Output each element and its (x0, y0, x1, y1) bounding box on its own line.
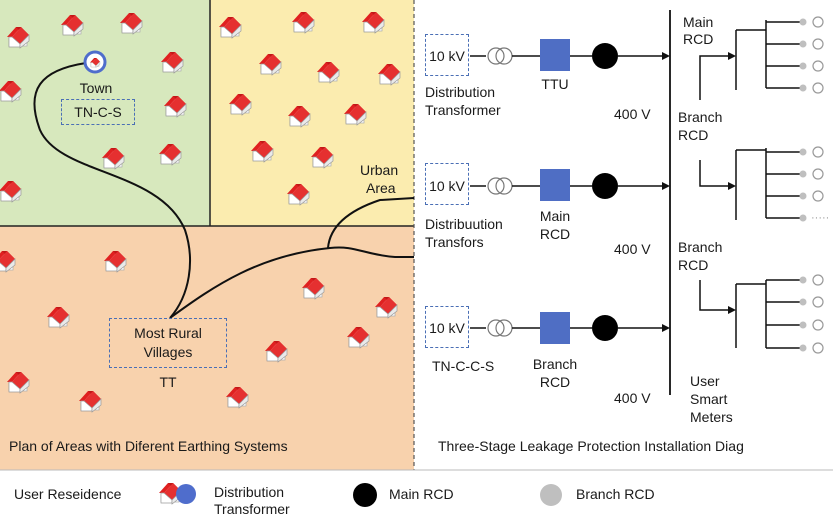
box-label-row-3-a: Branch (532, 356, 578, 372)
transformer-icon (487, 177, 513, 195)
box-label-row-3-b: RCD (539, 374, 571, 390)
branch-rcd-a-label-2: RCD (678, 127, 709, 143)
legend-main-rcd-icon (353, 483, 377, 507)
smart-meter-icon (812, 16, 824, 94)
voltage-label-row-3: 10 kV (429, 320, 465, 336)
legend-transformer-label-1: Distribution (214, 484, 285, 500)
urban-label-line-2: Area (366, 180, 396, 196)
box-label-row-2-b: RCD (539, 226, 571, 242)
low-voltage-row-2: 400 V (614, 241, 651, 257)
box-label-row-1: TTU (541, 76, 569, 92)
main-rcd-label-1: Main (683, 14, 714, 30)
main-rcd-label-2: RCD (683, 31, 714, 47)
main-rcd-dot (592, 173, 618, 199)
rural-system-label: TT (159, 374, 177, 390)
legend: User Reseidence Distribution Transformer… (0, 470, 833, 519)
meters-label-3: Meters (690, 409, 733, 425)
urban-feeder-line (327, 197, 415, 249)
branch-rcd-dot (799, 276, 807, 352)
voltage-box-row-1 (425, 34, 469, 76)
legend-main-rcd-label: Main RCD (389, 486, 454, 502)
low-voltage-row-1: 400 V (614, 106, 651, 122)
town-system-label: TN-C-S (74, 104, 122, 120)
branch-rcd-box (540, 312, 570, 344)
urban-label-line-1: Urban (360, 162, 399, 178)
map-caption: Plan of Areas with Diferent Earthing Sys… (9, 438, 288, 454)
box-label-row-2-a: Main (539, 208, 571, 224)
legend-branch-rcd-label: Branch RCD (576, 486, 655, 502)
ttu-box (540, 39, 570, 71)
smart-meter-icon (812, 274, 824, 354)
smart-meter-icon (812, 146, 824, 202)
branch-rcd-b-label-1: Branch (678, 239, 723, 255)
transformer-icon (487, 47, 513, 65)
voltage-box-row-3 (425, 306, 469, 348)
row-1-circuit (470, 39, 670, 71)
meters-label-1: User (690, 373, 720, 389)
town-feeder-line (33, 62, 191, 319)
row-3-circuit (470, 312, 670, 344)
transformer-icon (487, 319, 513, 337)
voltage-label-row-2: 10 kV (429, 178, 465, 194)
branch-rcd-a-label-1: Branch (678, 109, 723, 125)
rural-feeder-line (169, 246, 414, 319)
branch-group-1 (699, 20, 800, 100)
town-transformer-icon (83, 50, 107, 74)
voltage-box-row-2 (425, 163, 469, 205)
rural-label-line-2: Villages (143, 344, 193, 360)
meters-label-2: Smart (690, 391, 728, 407)
branch-rcd-b-label-2: RCD (678, 257, 709, 273)
orange-area-rural (0, 226, 414, 470)
transformer-label-row-3: TN-C-C-S (432, 358, 495, 374)
main-rcd-dot (592, 43, 618, 69)
rural-villages-box (109, 318, 227, 368)
town-system-box (61, 99, 135, 125)
legend-user-residence-label: User Reseidence (14, 486, 122, 502)
branch-group-3 (699, 279, 800, 349)
legend-transformer-label-2: Transformer (214, 501, 290, 517)
diagram-caption: Three-Stage Leakage Protection Installat… (438, 438, 744, 454)
row-2-circuit (470, 169, 670, 201)
transformer-label-row-2-a: Distribuution (425, 216, 503, 232)
legend-branch-rcd-icon (540, 484, 562, 506)
branch-rcd-dot (799, 18, 807, 92)
voltage-label-row-1: 10 kV (429, 48, 465, 64)
main-rcd-dot (592, 315, 618, 341)
branch-rcd-dot (799, 148, 807, 222)
branch-group-2 (699, 148, 800, 220)
main-rcd-box (540, 169, 570, 201)
legend-transformer-icon (176, 484, 196, 504)
transformer-label-row-2-b: Transfors (425, 234, 484, 250)
more-dots: ····· (811, 212, 829, 224)
transformer-label-row-1-b: Transformer (425, 102, 501, 118)
transformer-label-row-1-a: Distribution (425, 84, 496, 100)
town-label: Town (79, 80, 113, 96)
rural-label-line-1: Most Rural (134, 325, 202, 341)
low-voltage-row-3: 400 V (614, 390, 651, 406)
